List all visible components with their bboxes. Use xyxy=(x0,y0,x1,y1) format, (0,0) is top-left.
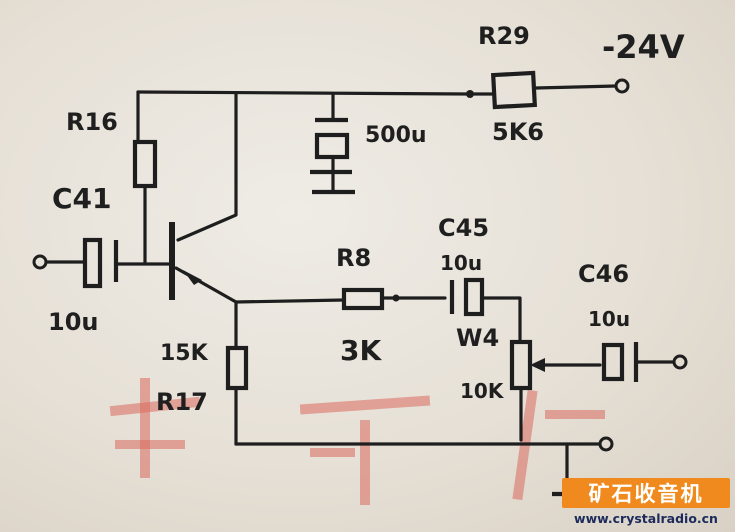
label-r8: R8 xyxy=(336,244,371,272)
label-w4: W4 xyxy=(456,324,499,352)
collector-wire xyxy=(176,92,238,242)
resistor-r17 xyxy=(225,300,249,446)
label-r17-value: 15K xyxy=(160,341,209,366)
label-c45-value: 10u xyxy=(440,251,482,275)
label-r29-value: 5K6 xyxy=(492,118,544,146)
capacitor-c45 xyxy=(449,277,522,342)
label-c41: C41 xyxy=(52,182,112,215)
label-c46-value: 10u xyxy=(588,307,630,331)
top-rail-wire xyxy=(136,90,494,98)
resistor-r29 xyxy=(490,70,630,110)
label-c41-value: 10u xyxy=(48,308,98,336)
emitter-wire xyxy=(234,287,447,311)
label-c45: C45 xyxy=(438,214,489,242)
background-red-stamp xyxy=(109,378,605,505)
output-terminal-c46 xyxy=(672,354,688,370)
label-r16: R16 xyxy=(66,108,118,136)
watermark-url: www.crystalradio.cn xyxy=(574,511,718,526)
input-terminal xyxy=(32,254,48,270)
label-w4-value: 10K xyxy=(460,379,505,403)
label-bypass-value: 500u xyxy=(365,123,427,148)
label-r8-value: 3K xyxy=(340,334,382,367)
label-r17: R17 xyxy=(156,388,208,416)
watermark-logo-box xyxy=(562,478,730,508)
transistor xyxy=(169,222,238,304)
ground-rail xyxy=(234,436,614,497)
label-r29: R29 xyxy=(478,22,530,50)
capacitor-bypass xyxy=(310,92,355,195)
capacitor-c46 xyxy=(601,342,688,382)
label-c46: C46 xyxy=(578,260,629,288)
capacitor-c41 xyxy=(32,237,172,289)
potentiometer-w4 xyxy=(509,339,602,442)
resistor-r16 xyxy=(132,90,158,264)
watermark-brand: 矿石收音机 xyxy=(588,482,704,506)
ground-terminal xyxy=(598,436,614,452)
label-supply: -24V xyxy=(602,28,685,66)
supply-terminal xyxy=(614,78,630,94)
